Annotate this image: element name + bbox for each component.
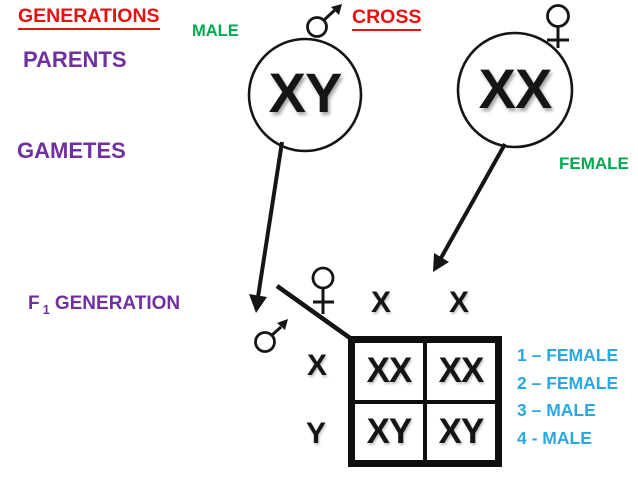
punnett-cell-4: XY — [425, 401, 497, 462]
female-gametes-arrow — [433, 143, 507, 272]
punnett-diagonal-line — [275, 284, 352, 340]
punnett-col-header-1: X — [370, 286, 392, 319]
generations-heading: GENERATIONS — [18, 5, 160, 30]
generations-text: GENERATIONS — [18, 5, 160, 30]
f1-prefix: F — [28, 293, 40, 314]
punnett-row-header-1: X — [306, 349, 328, 382]
punnett-female-symbol-icon — [311, 266, 335, 314]
legend-item-3: 3 – MALE — [517, 400, 596, 420]
cross-text: CROSS — [352, 6, 422, 31]
parent-female-genotype: XX — [478, 56, 553, 120]
parent-female-circle — [456, 31, 574, 149]
punnett-cell-2: XX — [425, 341, 497, 402]
punnett-male-symbol-icon — [254, 319, 288, 353]
punnett-row-header-2: Y — [305, 417, 327, 450]
legend-item-4: 4 - MALE — [517, 427, 592, 448]
punnett-square: XX XX XY XY — [348, 336, 502, 467]
male-symbol-icon — [306, 4, 342, 38]
f1-rest: GENERATION — [54, 293, 181, 314]
female-label: FEMALE — [559, 154, 629, 173]
punnett-col-header-2: X — [448, 286, 470, 319]
cross-heading: CROSS — [352, 6, 422, 31]
gametes-label: GAMETES — [17, 138, 126, 163]
parent-male-circle — [247, 37, 363, 153]
legend-item-1: 1 – FEMALE — [517, 345, 619, 365]
punnett-cell-3: XY — [353, 401, 425, 462]
results-legend: 1 – FEMALE 2 – FEMALE 3 – MALE 4 - MALE — [517, 342, 618, 452]
male-label: MALE — [192, 22, 239, 40]
male-gametes-arrow — [249, 141, 284, 313]
punnett-cell-1: XX — [353, 341, 425, 402]
f1-subscript: 1 — [42, 302, 50, 317]
parent-male-genotype: XY — [268, 60, 343, 124]
female-symbol-icon — [546, 4, 570, 48]
legend-item-2: 2 – FEMALE — [517, 372, 619, 393]
parents-label: PARENTS — [23, 47, 127, 72]
